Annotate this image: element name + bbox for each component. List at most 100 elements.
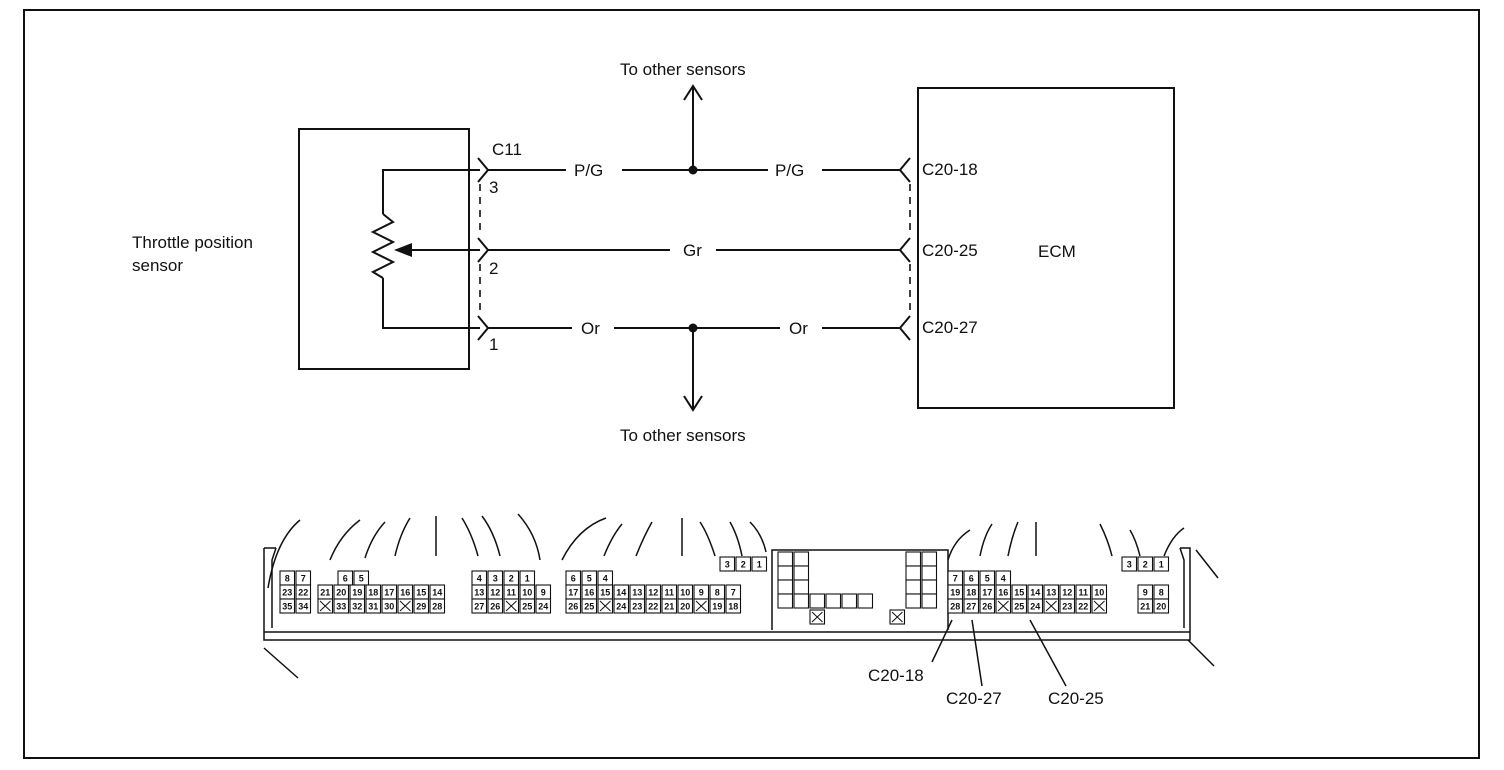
- wire-label-gr: Gr: [683, 241, 702, 260]
- callout-leaders: [931, 619, 1067, 687]
- pin-number: 2: [509, 574, 514, 584]
- pin-number: 7: [953, 574, 958, 584]
- blank-cell: [921, 593, 938, 609]
- blank-cell: [777, 565, 794, 581]
- ecm-terminal-18: C20-18: [922, 160, 978, 179]
- pin-cell: [365, 598, 382, 614]
- pin-number: 33: [336, 602, 346, 612]
- pin-number: 3: [1127, 560, 1132, 570]
- pin-cell: [1153, 556, 1170, 572]
- arrow-down-icon: [683, 395, 703, 412]
- blank-cell: [777, 579, 794, 595]
- pin-number: 24: [538, 602, 548, 612]
- pin-number: 10: [1094, 588, 1104, 598]
- blank-pin-x-icon: [599, 600, 611, 612]
- pin-number: 1: [1159, 560, 1164, 570]
- pin-cell: [709, 598, 726, 614]
- pin-number: 19: [352, 588, 362, 598]
- pin-number: 25: [1014, 602, 1024, 612]
- pin-number: 21: [1140, 602, 1150, 612]
- wire-or: [488, 323, 900, 412]
- ecm-box: [917, 87, 1175, 409]
- pin-number: 6: [571, 574, 576, 584]
- pin-number: 7: [731, 588, 736, 598]
- wire-label-pg-right: P/G: [775, 161, 804, 180]
- pin-cell: [963, 598, 980, 614]
- blank-pin-x-icon: [1093, 600, 1105, 612]
- blank-cell: [905, 579, 922, 595]
- pin-cell: [565, 598, 582, 614]
- ecm-connector-c20: [898, 157, 911, 341]
- pin-number: 31: [368, 602, 378, 612]
- pin-cell: [629, 598, 646, 614]
- ecm-terminal-27: C20-27: [922, 318, 978, 337]
- blank-cell: [921, 551, 938, 567]
- blank-pin-x-icon: [1045, 600, 1057, 612]
- pin-number: 15: [1014, 588, 1024, 598]
- pin-number: 15: [600, 588, 610, 598]
- pin-number: 28: [950, 602, 960, 612]
- ecm-terminal-25: C20-25: [922, 241, 978, 260]
- pin-number: 22: [298, 588, 308, 598]
- pin-number: 13: [1046, 588, 1056, 598]
- blank-cell: [793, 579, 810, 595]
- blank-cell: [777, 551, 794, 567]
- pin-number: 19: [950, 588, 960, 598]
- pin-cell: [279, 598, 296, 614]
- pin-number: 22: [1078, 602, 1088, 612]
- pin-number: 13: [632, 588, 642, 598]
- pin-number: 1: [525, 574, 530, 584]
- pin-1-label: 1: [489, 335, 498, 354]
- pin-number: 12: [648, 588, 658, 598]
- pin-cell: [487, 598, 504, 614]
- pin-number: 17: [384, 588, 394, 598]
- pin-number: 24: [1030, 602, 1040, 612]
- pin-number: 9: [1143, 588, 1148, 598]
- pin-number: 7: [301, 574, 306, 584]
- pin-cell: [381, 598, 398, 614]
- pin-cell: [429, 598, 446, 614]
- pin-number: 11: [1078, 588, 1088, 598]
- pin-number: 22: [648, 602, 658, 612]
- ecm-label: ECM: [1038, 242, 1076, 261]
- pin-number: 3: [725, 560, 730, 570]
- pin-number: 12: [490, 588, 500, 598]
- pin-number: 14: [616, 588, 626, 598]
- callout-c20-25: C20-25: [1048, 689, 1104, 708]
- pin-number: 34: [298, 602, 308, 612]
- diagram-frame: [23, 9, 1480, 759]
- pin-number: 9: [699, 588, 704, 598]
- pin-number: 2: [741, 560, 746, 570]
- pin-number: 18: [368, 588, 378, 598]
- pin-number: 25: [584, 602, 594, 612]
- pin-number: 18: [966, 588, 976, 598]
- pin-number: 4: [477, 574, 482, 584]
- pin-cell: [661, 598, 678, 614]
- pin-number: 27: [474, 602, 484, 612]
- pin-number: 23: [282, 588, 292, 598]
- pin-number: 10: [522, 588, 532, 598]
- pin-number: 20: [336, 588, 346, 598]
- pin-cell: [677, 598, 694, 614]
- pin-number: 2: [1143, 560, 1148, 570]
- ecm-connector-face: [263, 513, 1219, 679]
- wire-pg: [488, 84, 900, 175]
- pin-number: 27: [966, 602, 976, 612]
- sensor-label-line1: Throttle position: [132, 233, 253, 252]
- pin-cell: [645, 598, 662, 614]
- pin-cell: [471, 598, 488, 614]
- wire-label-or-right: Or: [789, 319, 808, 338]
- pin-number: 32: [352, 602, 362, 612]
- pin-number: 16: [998, 588, 1008, 598]
- wire-label-or-left: Or: [581, 319, 600, 338]
- pin-number: 4: [1001, 574, 1006, 584]
- pin-number: 30: [384, 602, 394, 612]
- pin-cell: [613, 598, 630, 614]
- pin-cell: [979, 598, 996, 614]
- pin-cell: [1137, 598, 1154, 614]
- pin-number: 21: [664, 602, 674, 612]
- pin-cell: [519, 598, 536, 614]
- pin-cell: [535, 598, 552, 614]
